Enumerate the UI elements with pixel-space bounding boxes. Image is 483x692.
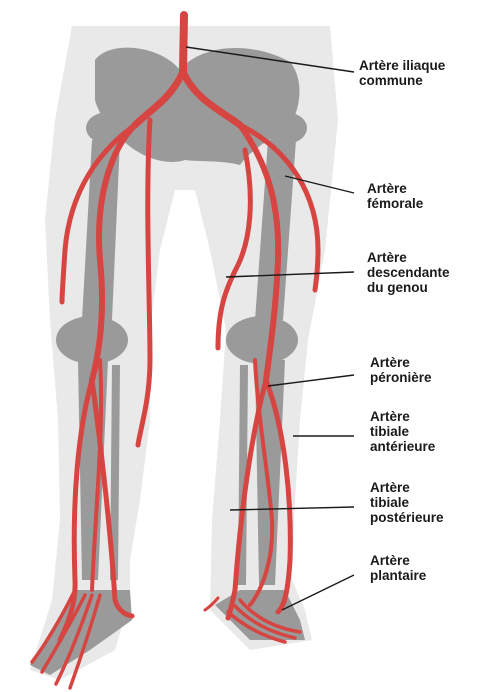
label-descendante: Artère descendante du genou <box>367 250 453 295</box>
left-knee <box>56 316 128 364</box>
label-peroniere: Artère péronière <box>370 355 432 385</box>
common-iliac-artery <box>183 15 184 72</box>
label-iliaque: Artère iliaque commune <box>359 58 449 88</box>
label-tibiale-post: Artère tibiale postérieure <box>370 480 444 525</box>
right-knee <box>226 316 298 364</box>
right-femur-head <box>263 112 307 144</box>
label-femorale: Artère fémorale <box>367 181 424 211</box>
label-tibiale-ant: Artère tibiale antérieure <box>370 409 436 454</box>
label-plantaire: Artère plantaire <box>370 553 427 583</box>
labels: Artère iliaque commune Artère fémorale A… <box>359 58 453 583</box>
